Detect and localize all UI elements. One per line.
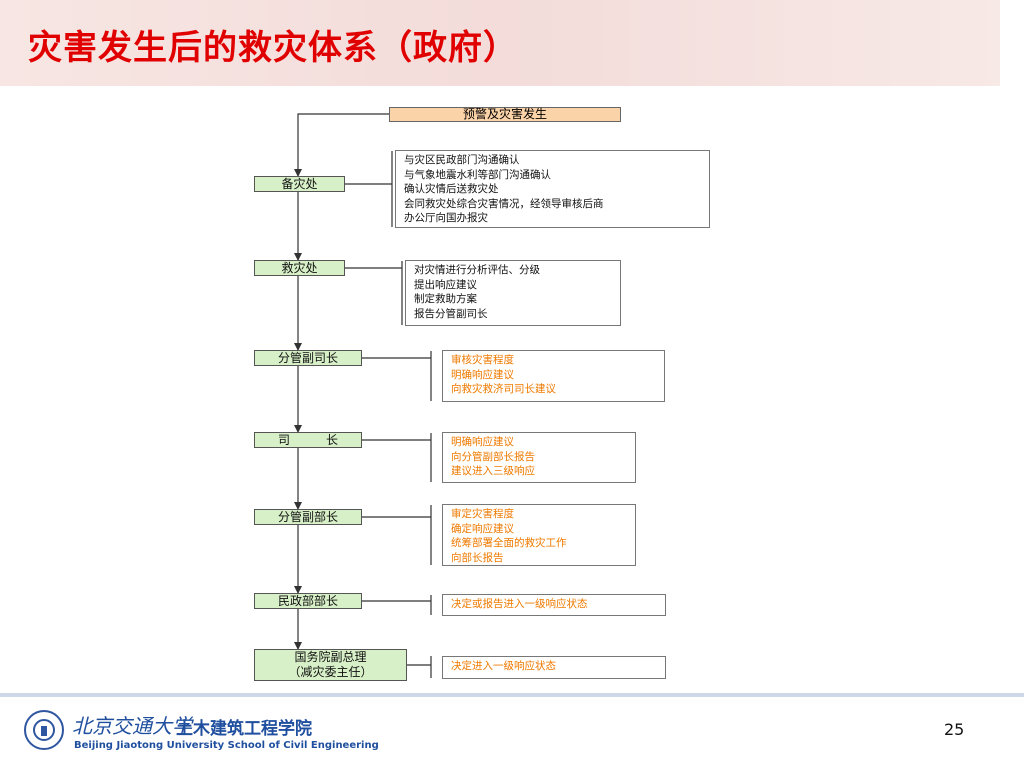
note-line: 确定响应建议 — [451, 522, 514, 535]
university-seal-icon — [24, 710, 64, 750]
footer-divider — [0, 693, 1024, 697]
node-vice-premier: 国务院副总理 （减灾委主任） — [254, 649, 407, 681]
note-line: 对灾情进行分析评估、分级 — [414, 264, 540, 276]
node-vice-minister: 分管副部长 — [254, 509, 362, 525]
note-line: 统筹部署全面的救灾工作 — [451, 537, 567, 549]
note-line: 决定或报告进入一级响应状态 — [451, 598, 588, 610]
header-band — [0, 0, 1000, 86]
note-line: 向部长报告 — [451, 551, 504, 564]
bracket-4 — [362, 433, 432, 482]
note-line: 决定进入一级响应状态 — [451, 660, 556, 672]
note-line: 审定灾害程度 — [451, 508, 514, 520]
note-line: 提出响应建议 — [414, 278, 477, 291]
note-box-6: 决定或报告进入一级响应状态 — [442, 594, 666, 616]
bracket-3 — [362, 351, 432, 401]
note-box-2: 对灾情进行分析评估、分级 提出响应建议 制定救助方案 报告分管副司长 — [405, 260, 621, 326]
note-line: 向分管副部长报告 — [451, 450, 535, 463]
note-line: 向救灾救济司司长建议 — [451, 383, 556, 395]
node-relief-office: 救灾处 — [254, 260, 345, 276]
school-name-cn: 土木建筑工程学院 — [176, 719, 312, 739]
node-deputy-director: 分管副司长 — [254, 350, 362, 366]
note-line: 报告分管副司长 — [414, 307, 488, 320]
note-line: 确认灾情后送救灾处 — [404, 183, 499, 195]
note-box-4: 明确响应建议 向分管副部长报告 建议进入三级响应 — [442, 432, 636, 483]
node-vice-premier-line1: 国务院副总理 — [294, 650, 367, 664]
note-line: 建议进入三级响应 — [451, 465, 535, 477]
node-minister: 民政部部长 — [254, 593, 362, 609]
note-line: 办公厅向国办报灾 — [404, 212, 488, 224]
node-disaster-prep-office: 备灾处 — [254, 176, 345, 192]
note-line: 与气象地震水利等部门沟通确认 — [404, 168, 551, 181]
note-line: 会同救灾处综合灾害情况，经领导审核后商 — [404, 197, 604, 210]
bracket-6 — [362, 595, 432, 615]
note-line: 审核灾害程度 — [451, 354, 514, 366]
note-box-3: 审核灾害程度 明确响应建议 向救灾救济司司长建议 — [442, 350, 665, 402]
slide-title: 灾害发生后的救灾体系（政府） — [28, 28, 518, 68]
note-line: 明确响应建议 — [451, 368, 514, 381]
start-connector — [294, 113, 389, 177]
university-name-cn: 北京交通大学 — [72, 714, 192, 738]
bracket-5 — [362, 505, 432, 565]
note-box-7: 决定进入一级响应状态 — [442, 656, 666, 679]
bracket-2 — [345, 261, 403, 325]
node-director: 司 长 — [254, 432, 362, 448]
note-box-1: 与灾区民政部门沟通确认 与气象地震水利等部门沟通确认 确认灾情后送救灾处 会同救… — [395, 150, 710, 228]
bracket-7 — [407, 656, 432, 678]
note-line: 明确响应建议 — [451, 436, 514, 448]
note-line: 制定救助方案 — [414, 293, 477, 305]
node-vice-premier-line2: （减灾委主任） — [288, 665, 373, 679]
university-name-en: Beijing Jiaotong University School of Ci… — [74, 740, 379, 751]
note-line: 与灾区民政部门沟通确认 — [404, 154, 520, 166]
note-box-5: 审定灾害程度 确定响应建议 统筹部署全面的救灾工作 向部长报告 — [442, 504, 636, 566]
bracket-1 — [345, 151, 393, 227]
start-node: 预警及灾害发生 — [389, 107, 621, 122]
page-number: 25 — [944, 720, 965, 739]
